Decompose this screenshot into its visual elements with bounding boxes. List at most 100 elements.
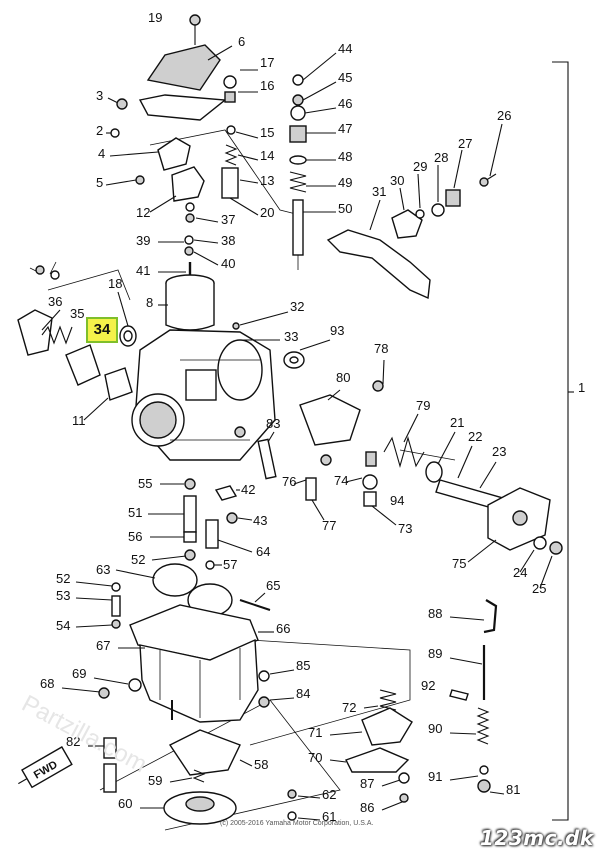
callout-82[interactable]: 82: [66, 734, 80, 749]
callout-25[interactable]: 25: [532, 581, 546, 596]
callout-90[interactable]: 90: [428, 721, 442, 736]
callout-51[interactable]: 51: [128, 505, 142, 520]
callout-86[interactable]: 86: [360, 800, 374, 815]
assembly-bracket: [552, 61, 574, 821]
callout-37[interactable]: 37: [221, 212, 235, 227]
callout-65[interactable]: 65: [266, 578, 280, 593]
callout-59[interactable]: 59: [148, 773, 162, 788]
callout-85[interactable]: 85: [296, 658, 310, 673]
callout-33[interactable]: 33: [284, 329, 298, 344]
callout-19[interactable]: 19: [148, 10, 162, 25]
callout-2[interactable]: 2: [96, 123, 103, 138]
callout-76[interactable]: 76: [282, 474, 296, 489]
callout-62[interactable]: 62: [322, 787, 336, 802]
forward-direction-tag: FWD: [18, 746, 73, 789]
callout-60[interactable]: 60: [118, 796, 132, 811]
callout-44[interactable]: 44: [338, 41, 352, 56]
callout-67[interactable]: 67: [96, 638, 110, 653]
callout-46[interactable]: 46: [338, 96, 352, 111]
callout-52[interactable]: 52: [131, 552, 145, 567]
callout-14[interactable]: 14: [260, 148, 274, 163]
callout-73[interactable]: 73: [398, 521, 412, 536]
callout-40[interactable]: 40: [221, 256, 235, 271]
callout-31[interactable]: 31: [372, 184, 386, 199]
callout-39[interactable]: 39: [136, 233, 150, 248]
callout-66[interactable]: 66: [276, 621, 290, 636]
callout-75[interactable]: 75: [452, 556, 466, 571]
callout-15[interactable]: 15: [260, 125, 274, 140]
top-cover: [138, 14, 233, 121]
callout-29[interactable]: 29: [413, 159, 427, 174]
callout-61[interactable]: 61: [322, 809, 336, 824]
callout-87[interactable]: 87: [360, 776, 374, 791]
callout-70[interactable]: 70: [308, 750, 322, 765]
callout-52b[interactable]: 52: [56, 571, 70, 586]
callout-6[interactable]: 6: [238, 34, 245, 49]
callout-54[interactable]: 54: [56, 618, 70, 633]
callout-79[interactable]: 79: [416, 398, 430, 413]
callout-27[interactable]: 27: [458, 136, 472, 151]
callout-43[interactable]: 43: [253, 513, 267, 528]
callout-64[interactable]: 64: [256, 544, 270, 559]
callout-3[interactable]: 3: [96, 88, 103, 103]
callout-18[interactable]: 18: [108, 276, 122, 291]
throttle-drum-parts: [467, 487, 563, 589]
callout-56[interactable]: 56: [128, 529, 142, 544]
callout-84[interactable]: 84: [296, 686, 310, 701]
callout-41[interactable]: 41: [136, 263, 150, 278]
callout-26[interactable]: 26: [497, 108, 511, 123]
callout-72[interactable]: 72: [342, 700, 356, 715]
callout-69[interactable]: 69: [72, 666, 86, 681]
callout-49[interactable]: 49: [338, 175, 352, 190]
callout-47[interactable]: 47: [338, 121, 352, 136]
float-parts: [75, 563, 271, 629]
callout-92[interactable]: 92: [421, 678, 435, 693]
callout-22[interactable]: 22: [468, 429, 482, 444]
callout-35[interactable]: 35: [70, 306, 84, 321]
callout-55[interactable]: 55: [138, 476, 152, 491]
callout-91[interactable]: 91: [428, 769, 442, 784]
callout-23[interactable]: 23: [492, 444, 506, 459]
callout-83[interactable]: 83: [266, 416, 280, 431]
callout-57[interactable]: 57: [223, 557, 237, 572]
callout-50[interactable]: 50: [338, 201, 352, 216]
callout-93[interactable]: 93: [330, 323, 344, 338]
callout-63[interactable]: 63: [96, 562, 110, 577]
callout-28[interactable]: 28: [434, 150, 448, 165]
callout-74[interactable]: 74: [334, 473, 348, 488]
callout-21[interactable]: 21: [450, 415, 464, 430]
callout-16[interactable]: 16: [260, 78, 274, 93]
callout-80[interactable]: 80: [336, 370, 350, 385]
jet-parts: [148, 478, 253, 570]
callout-12[interactable]: 12: [136, 205, 150, 220]
callout-94[interactable]: 94: [390, 493, 404, 508]
callout-68[interactable]: 68: [40, 676, 54, 691]
callout-88[interactable]: 88: [428, 606, 442, 621]
callout-58[interactable]: 58: [254, 757, 268, 772]
callout-81[interactable]: 81: [506, 782, 520, 797]
callout-78[interactable]: 78: [374, 341, 388, 356]
callout-71[interactable]: 71: [308, 725, 322, 740]
highlighted-callout-label: 34: [93, 321, 111, 338]
callout-5[interactable]: 5: [96, 175, 103, 190]
callout-8[interactable]: 8: [146, 295, 153, 310]
throttle-lever-parts: [326, 123, 503, 300]
callout-42[interactable]: 42: [241, 482, 255, 497]
callout-53[interactable]: 53: [56, 588, 70, 603]
callout-36[interactable]: 36: [48, 294, 62, 309]
callout-4[interactable]: 4: [98, 146, 105, 161]
callout-13[interactable]: 13: [260, 173, 274, 188]
callout-48[interactable]: 48: [338, 149, 352, 164]
callout-11[interactable]: 11: [72, 413, 86, 428]
callout-89[interactable]: 89: [428, 646, 442, 661]
callout-30[interactable]: 30: [390, 173, 404, 188]
callout-20[interactable]: 20: [260, 205, 274, 220]
callout-32[interactable]: 32: [290, 299, 304, 314]
callout-38[interactable]: 38: [221, 233, 235, 248]
highlighted-callout-34[interactable]: 34: [86, 317, 118, 343]
callout-45[interactable]: 45: [338, 70, 352, 85]
callout-1[interactable]: 1: [578, 380, 585, 395]
callout-77[interactable]: 77: [322, 518, 336, 533]
callout-17[interactable]: 17: [260, 55, 274, 70]
callout-24[interactable]: 24: [513, 565, 527, 580]
